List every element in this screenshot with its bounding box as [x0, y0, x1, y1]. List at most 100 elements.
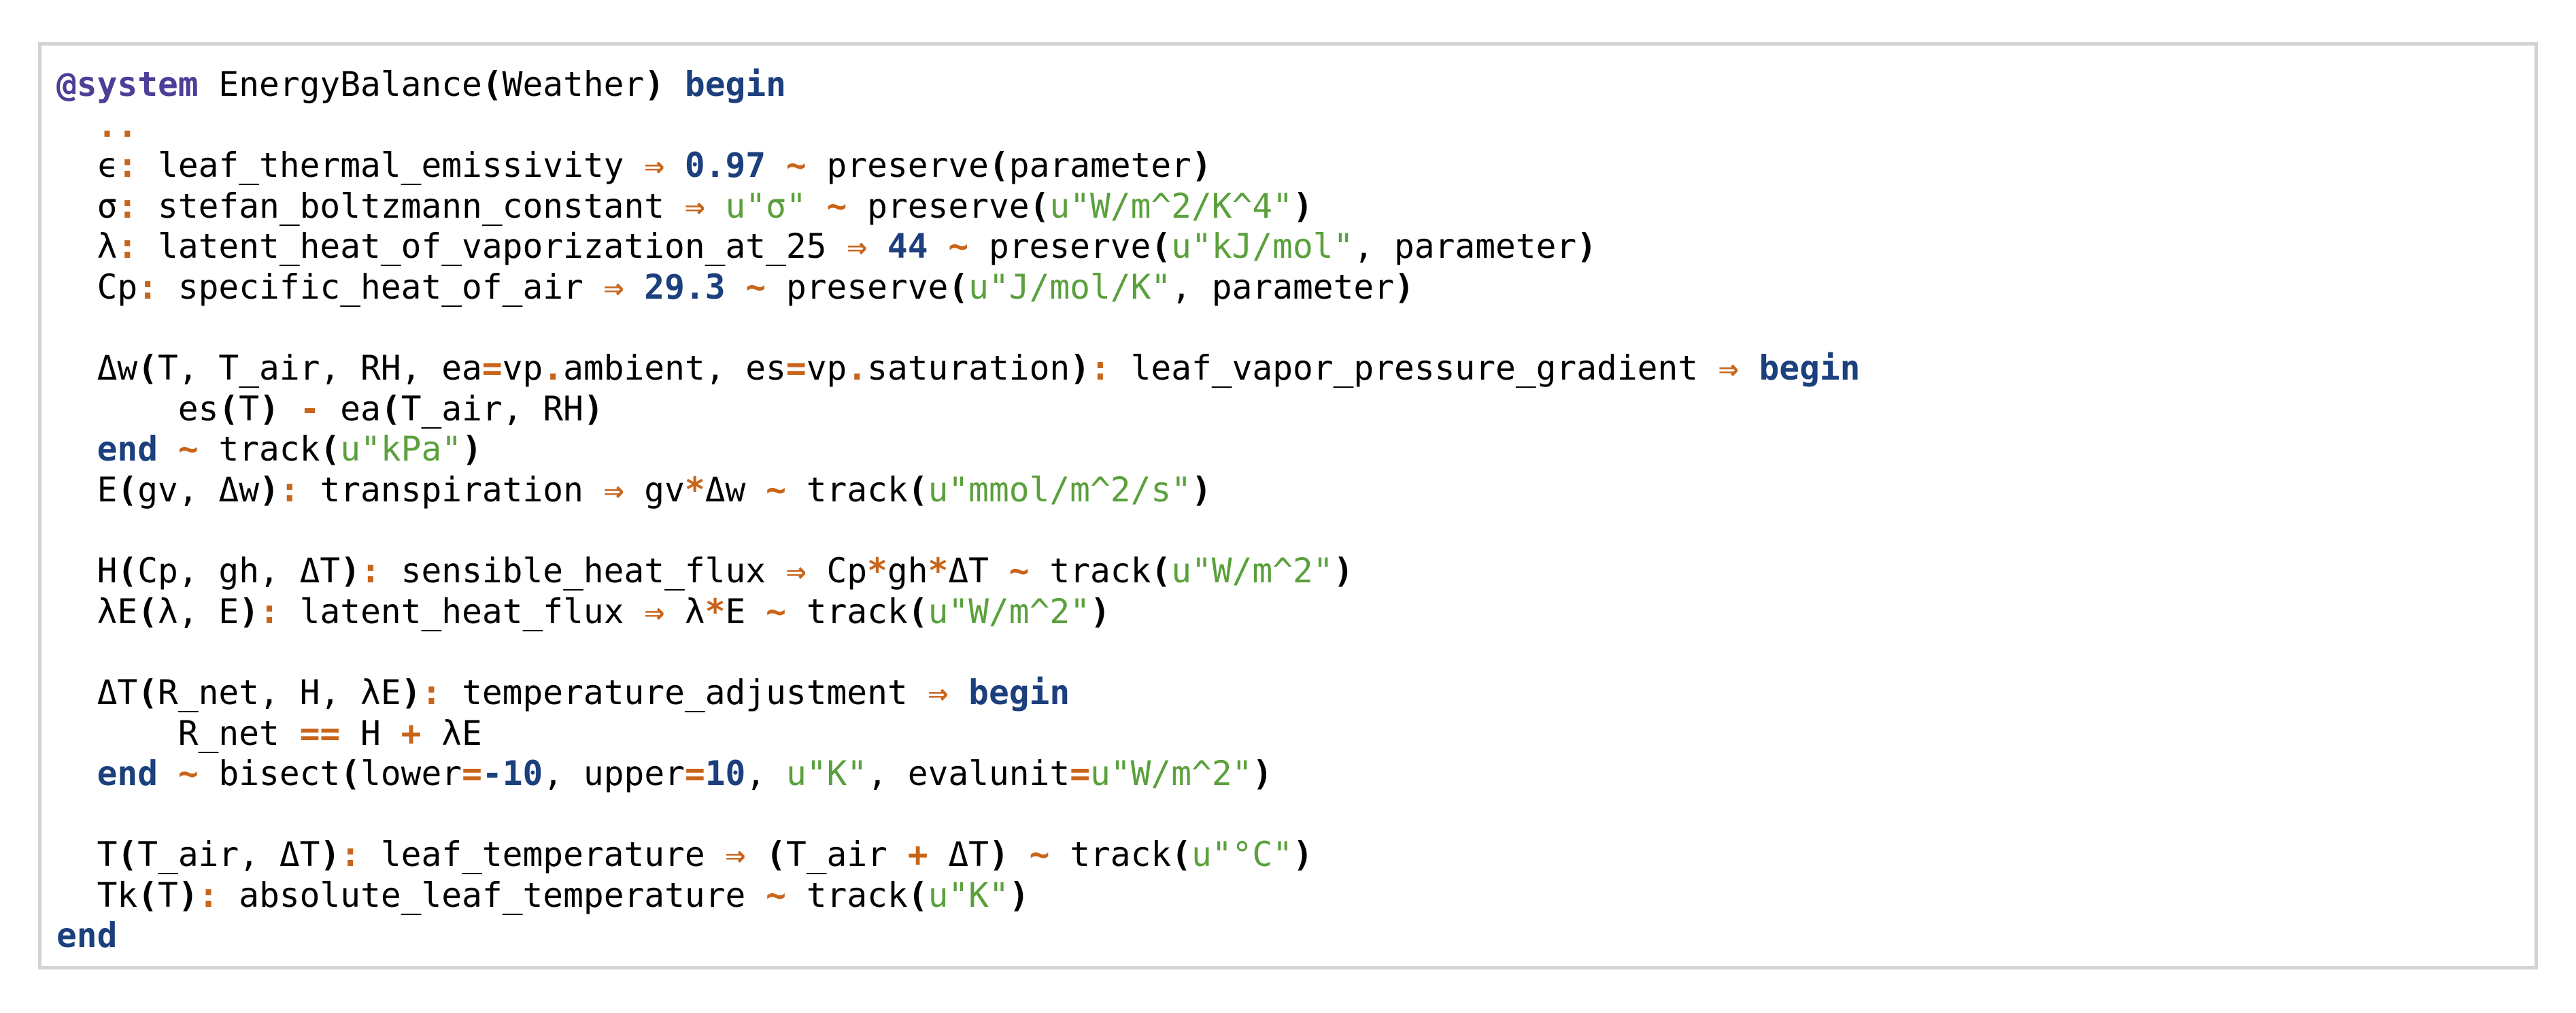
keyword-token: end [97, 754, 158, 794]
operator-token: + [401, 713, 422, 753]
number-literal: -10 [481, 754, 543, 794]
code-line: R_net == H + λE [56, 713, 482, 753]
paren-token: ) [1090, 591, 1111, 631]
paren-token: ) [644, 65, 665, 104]
paren-token: ( [1151, 227, 1172, 267]
operator-token: ⇒ [644, 146, 665, 186]
operator-token: ~ [785, 146, 807, 186]
keyword-token: begin [1759, 348, 1861, 388]
paren-token: ) [1394, 267, 1414, 307]
operator-token: : [259, 591, 279, 631]
code-line: Δw(T, T_air, RH, ea=vp.ambient, es=vp.sa… [56, 348, 1861, 388]
operator-token: ⇒ [603, 267, 624, 307]
operator-token: ⇒ [928, 672, 949, 712]
number-literal: 44 [887, 227, 928, 267]
string-literal: u"°C" [1191, 835, 1293, 875]
paren-token: ) [259, 388, 279, 429]
paren-token: ( [380, 388, 401, 429]
operator-token: * [684, 469, 705, 510]
operator-token: : [1089, 348, 1111, 388]
keyword-token: begin [968, 672, 1070, 712]
operator-token: * [705, 591, 726, 631]
operator-token: : [137, 267, 158, 307]
paren-token: ) [239, 591, 260, 631]
operator-token: : [340, 835, 361, 875]
paren-token: ) [462, 429, 482, 469]
operator-token: . [847, 348, 868, 388]
paren-token: ) [401, 672, 422, 712]
number-literal: 10 [705, 754, 746, 794]
keyword-token: begin [684, 65, 786, 104]
string-literal: u"J/mol/K" [968, 267, 1172, 307]
operator-token: ⇒ [1718, 348, 1739, 388]
paren-token: ) [988, 835, 1009, 875]
string-literal: u"mmol/m^2/s" [928, 469, 1191, 510]
operator-token: ~ [766, 591, 786, 631]
keyword-token: end [56, 916, 118, 956]
paren-token: ( [766, 835, 786, 875]
code-line: Cp: specific_heat_of_air ⇒ 29.3 ~ preser… [56, 267, 1414, 307]
operator-token: ~ [1029, 835, 1050, 875]
string-literal: u"kJ/mol" [1171, 227, 1354, 267]
code-line: λ: latent_heat_of_vaporization_at_25 ⇒ 4… [56, 227, 1597, 267]
code-line: end ~ track(u"kPa") [97, 429, 482, 469]
paren-token: ) [320, 835, 341, 875]
code-line: σ: stefan_boltzmann_constant ⇒ u"σ" ~ pr… [56, 186, 1313, 226]
paren-token: ) [1252, 754, 1273, 794]
paren-token: ( [137, 672, 158, 712]
code-line: es(T) - ea(T_air, RH) [56, 388, 604, 429]
paren-token: ( [907, 875, 928, 915]
code-line [56, 308, 2535, 349]
paren-token: ( [1151, 551, 1172, 591]
number-literal: 29.3 [644, 267, 726, 307]
operator-token: - [299, 388, 320, 429]
string-literal: u"K" [928, 875, 1009, 915]
paren-token: ( [218, 388, 239, 429]
code-line: .. [56, 105, 2535, 146]
paren-token: ( [1171, 835, 1192, 875]
operator-token: . [543, 348, 564, 388]
macro-token: @system [56, 65, 199, 104]
paren-token: ( [117, 469, 138, 510]
paren-token: ) [1009, 875, 1030, 915]
operator-token: ~ [745, 267, 766, 307]
operator-token: : [279, 469, 300, 510]
paren-token: ) [1576, 227, 1597, 267]
code-block: @system EnergyBalance(Weather) begin .. … [38, 42, 2538, 969]
code-line: ΔT(R_net, H, λE): temperature_adjustment… [56, 672, 1070, 712]
string-literal: u"W/m^2/K^4" [1049, 186, 1293, 226]
operator-token: : [421, 672, 442, 712]
paren-token: ) [259, 469, 279, 510]
paren-token: ( [117, 551, 138, 591]
paren-token: ) [1070, 348, 1090, 388]
code-line: H(Cp, gh, ΔT): sensible_heat_flux ⇒ Cp*g… [56, 551, 1354, 591]
paren-token: ) [583, 388, 604, 429]
paren-token: ) [1293, 186, 1313, 226]
operator-token: == [299, 713, 341, 753]
string-literal: u"W/m^2" [1090, 754, 1253, 794]
string-literal: u"W/m^2" [928, 591, 1091, 631]
operator-token: ⇒ [785, 551, 807, 591]
operator-token: = [1070, 754, 1091, 794]
paren-token: ( [988, 146, 1009, 186]
operator-token: * [928, 551, 949, 591]
operator-token: : [117, 227, 138, 267]
code-line: @system EnergyBalance(Weather) begin [56, 65, 786, 104]
operator-token: ~ [826, 186, 847, 226]
code-listing: @system EnergyBalance(Weather) begin .. … [56, 65, 2535, 957]
operator-token: .. [97, 105, 138, 145]
paren-token: ) [1293, 835, 1313, 875]
paren-token: ) [1191, 146, 1212, 186]
operator-token: : [360, 551, 381, 591]
operator-token: + [907, 835, 928, 875]
operator-token: ~ [177, 429, 199, 469]
operator-token: * [867, 551, 887, 591]
operator-token: ~ [177, 754, 199, 794]
keyword-token: end [97, 429, 158, 469]
operator-token: = [462, 754, 482, 794]
operator-token: ⇒ [603, 469, 624, 510]
operator-token: ~ [766, 469, 786, 510]
paren-token: ( [481, 65, 503, 104]
paren-token: ( [907, 469, 928, 510]
operator-token: = [785, 348, 807, 388]
